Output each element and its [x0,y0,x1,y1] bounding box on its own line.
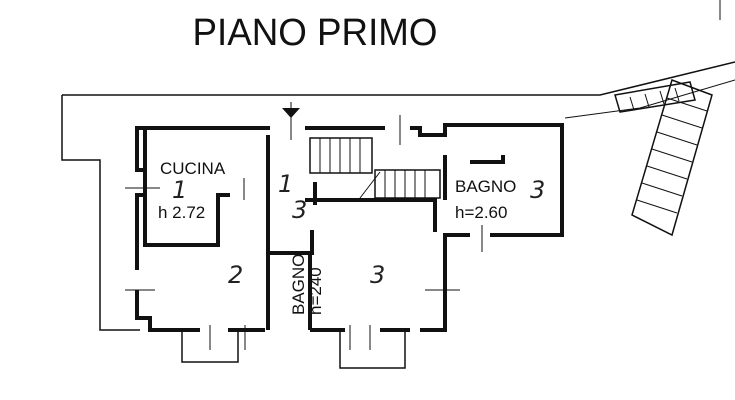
balconies [181,330,406,369]
bagno-mark: 3 [530,176,545,204]
corridor-mark-bottom: 3 [292,196,307,224]
plan-title: PIANO PRIMO [193,12,438,54]
bagno-height: h=2.60 [455,203,507,222]
site-outline [61,0,735,331]
external-stairs [614,79,713,237]
corridor-mark-top: 1 [278,170,293,198]
bagno-label: BAGNO [455,177,516,196]
internal-stairs [282,102,441,199]
cucina-mark: 1 [172,176,187,204]
window-marks [125,115,483,350]
cucina-label: CUCINA [160,159,226,178]
room3-mark: 3 [370,261,385,289]
cucina-height: h 2.72 [158,203,205,222]
bagno-small-label: BAGNO [289,254,308,315]
bagno-small-height: h=240 [306,267,325,315]
room2-mark: 2 [228,261,243,289]
walls [135,123,564,332]
